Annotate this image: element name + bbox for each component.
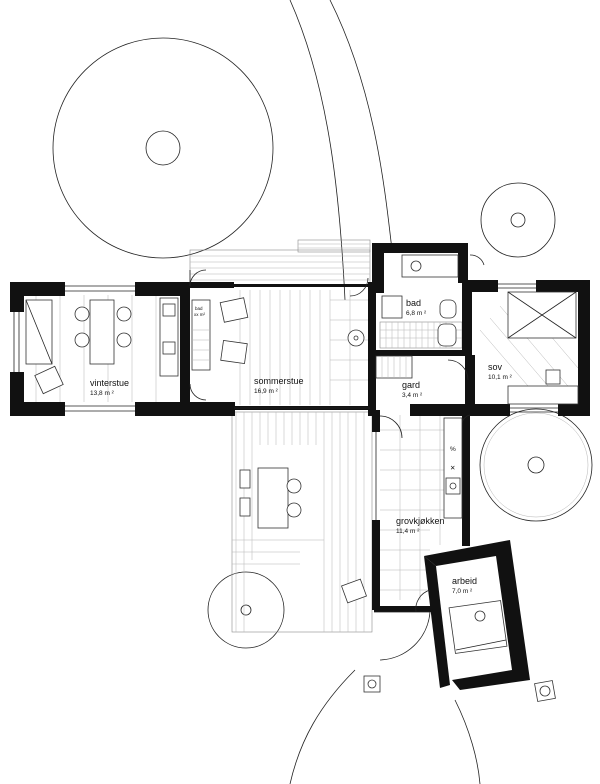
stair-icon (191, 299, 211, 371)
room-sov: sov 10,1 m ² (488, 362, 513, 381)
room-arbeid: arbeid 7,0 m ² (452, 576, 477, 595)
room-area: 3,4 m ² (402, 392, 423, 399)
room-sommerstue: sommerstue 16,9 m ² (254, 376, 304, 395)
chair-icon (341, 578, 367, 604)
shower-icon (381, 295, 403, 319)
table-icon (74, 299, 132, 365)
room-name: grovkjøkken (396, 516, 445, 526)
room-area: 11,4 m ² (396, 528, 420, 535)
toilet-icon (437, 323, 457, 347)
room-name: arbeid (452, 576, 477, 586)
counter-icon (443, 417, 463, 519)
floor-grovkjokken (380, 415, 465, 600)
tree-icon (207, 571, 285, 649)
tree-icon (479, 408, 593, 522)
room-gard: gard 3,4 m ² (402, 380, 423, 399)
tree-icon (480, 182, 556, 258)
room-area: xx m² (194, 312, 205, 317)
toilet-icon (439, 299, 457, 319)
chair-icon (34, 365, 64, 395)
room-area: 10,1 m ² (488, 374, 513, 381)
room-area: 13,8 m ² (90, 390, 115, 397)
floor-gard-tiles (330, 290, 370, 405)
room-area: 16,9 m ² (254, 388, 279, 395)
room-area: 6,8 m ² (406, 310, 427, 317)
stove-icon (159, 297, 179, 377)
stool-icon (347, 329, 365, 347)
windows (13, 283, 558, 520)
room-name: bad (406, 298, 421, 308)
room-name: sommerstue (254, 376, 304, 386)
bed-icon (507, 291, 577, 339)
svg-text:%: % (450, 446, 456, 453)
room-bad: bad 6,8 m ² (406, 298, 427, 317)
stair-icon (375, 355, 413, 379)
cross-symbol: ✕ (450, 465, 455, 472)
room-name: vinterstue (90, 378, 129, 388)
sofa-icon (25, 299, 53, 365)
room-name: gard (402, 380, 420, 390)
percent-symbol: % (450, 446, 456, 453)
sink-icon (401, 254, 459, 278)
room-grovkjokken: grovkjøkken 11,4 m ² (396, 516, 445, 535)
svg-text:✕: ✕ (450, 465, 455, 472)
doors (189, 254, 485, 661)
cabinet-icon (507, 369, 579, 405)
chair-icon (219, 297, 249, 323)
room-area: 7,0 m ² (452, 588, 473, 595)
room-small-label: bad xx m² (194, 306, 205, 317)
tree-icon (52, 37, 274, 259)
planter-icon (363, 675, 381, 693)
floor-sommerstue (239, 290, 331, 405)
chair-icon (220, 339, 248, 365)
site-path (289, 0, 481, 784)
table-icon (239, 467, 302, 529)
room-name: sov (488, 362, 503, 372)
room-vinterstue: vinterstue 13,8 m ² (90, 378, 129, 397)
planter-icon (534, 680, 556, 702)
desk-icon (448, 600, 508, 654)
room-name: bad (195, 306, 203, 311)
